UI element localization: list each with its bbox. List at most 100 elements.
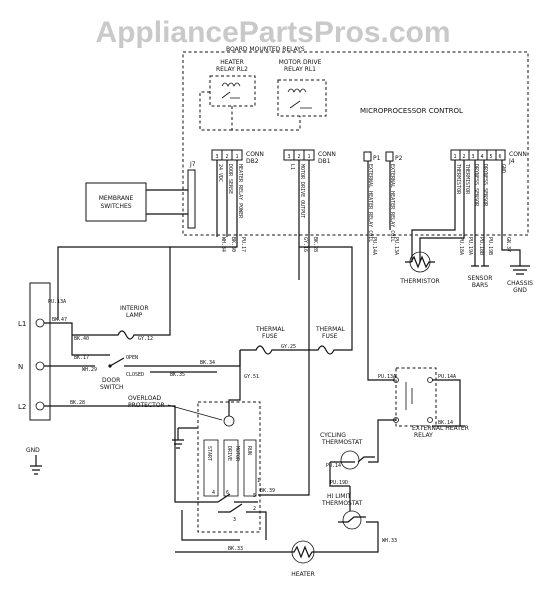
l1-branches (44, 322, 95, 356)
motor-assembly (197, 401, 261, 533)
door-switch-label-1: DOOR (102, 377, 120, 384)
wire-pu18a: PU.18A (458, 237, 464, 255)
pu14a-wire (432, 379, 461, 426)
term-6: 6 (226, 490, 229, 496)
ext-relay-term-c (427, 417, 433, 423)
n-label: N (18, 363, 23, 371)
wire-gn37: GN.37 (505, 237, 511, 252)
wire-pu19a: PU.19A (467, 237, 473, 255)
j4-wire-dryness-2: DRYNESS SENSOR (482, 164, 488, 207)
interior-lamp-label-1: INTERIOR (120, 305, 149, 312)
j4-connector (450, 149, 506, 161)
wire-bk40: BK.40 (74, 336, 89, 342)
conn-j4-label-1: CONN (509, 151, 527, 158)
db2-wire-door-sense: DOOR SENSE (227, 164, 233, 194)
heater-relay-label-1: HEATER (220, 59, 244, 66)
db1-wire-l1: L1 (289, 164, 295, 170)
db2-pin-1-label: 1 (235, 154, 238, 160)
membrane-switches-box (85, 182, 147, 222)
heater-circle (291, 540, 315, 564)
motor-drive-relay-label-1: MOTOR DRIVE (279, 59, 322, 66)
ext-relay-term-b (427, 377, 433, 383)
wire-gy12: GY.12 (138, 336, 153, 342)
heater-element (290, 545, 316, 559)
door-switch-out (150, 350, 241, 373)
l2-label: L2 (18, 403, 26, 411)
membrane-label-2: SWITCHES (100, 203, 131, 210)
db1-pin-3-label: 3 (287, 154, 290, 160)
db2-pin-2-label: 2 (225, 154, 228, 160)
thermistor-wires (411, 160, 465, 262)
thermistor-circle (409, 251, 431, 273)
wire-pu13a-col: PU.13A (393, 237, 399, 255)
wire-bk14: BK.14 (438, 420, 453, 426)
db2-wire-24vdc: 24 VDC (217, 164, 223, 182)
motor-drive-wire (258, 280, 310, 496)
hi-limit-circle (342, 510, 362, 530)
thermistor-label: THERMISTOR (399, 278, 439, 285)
motor-relay-contact (289, 100, 312, 109)
thermal-fuse-1-label-1: THERMAL (255, 326, 285, 333)
motor-drive-relay-label-2: RELAY RL1 (284, 66, 316, 73)
centrifugal-switch (217, 493, 258, 513)
sensor-bars-label-1: SENSOR (468, 275, 493, 282)
wire-bk39: BK.39 (260, 488, 275, 494)
db1-pin-1-label: 1 (307, 154, 310, 160)
wire-gy51: GY.51 (244, 374, 259, 380)
thermistor-symbol (405, 255, 435, 269)
hi-limit-wires (349, 486, 379, 530)
ext-heater-relay-label-2: RELAY (414, 432, 433, 439)
wire-bk17: BK.17 (74, 355, 89, 361)
ext-heater-coil-wire-1: EXTERNAL HEATER RELAY COIL (367, 164, 373, 242)
ext-relay-contact (405, 382, 413, 410)
bk29-wire (258, 511, 267, 540)
db1-wires (298, 160, 310, 280)
cycling-thermostat-symbol (340, 456, 375, 463)
terminal-block (29, 282, 51, 421)
start-label: START (206, 446, 212, 461)
door-switch-pivot (108, 364, 112, 368)
cycling-thermostat-label-1: CYCLING (320, 432, 346, 439)
drive-winding (223, 439, 239, 497)
db2-pin-3-label: 3 (215, 154, 218, 160)
term-5: 5 (253, 493, 256, 499)
conn-db2-label-1: CONN (246, 151, 264, 158)
motor-label: MOTOR (234, 446, 240, 462)
conn-j4-label-2: J4 (508, 158, 515, 165)
hi-limit-symbol (338, 516, 366, 523)
p2-pin (385, 151, 394, 162)
wire-wh34: WH.34 (220, 237, 226, 252)
motor-ground (172, 427, 198, 449)
conn-db1-label-2: DB1 (318, 158, 331, 165)
db1-pin-2-label: 2 (297, 154, 300, 160)
j4-pin-5-label: 5 (489, 154, 492, 160)
board-mounted-relays-label: BOARD MOUNTED RELAYS (226, 46, 305, 53)
chassis-ground-icon (510, 265, 530, 275)
hi-limit-label-1: HI LIMIT (327, 493, 351, 500)
db2-wires (216, 160, 238, 237)
ext-relay-term-a (393, 377, 399, 383)
interior-lamp-symbol (95, 330, 150, 340)
wire-pu13a-mid: PU.13A (378, 374, 396, 380)
closed-label: CLOSED (126, 372, 144, 378)
wire-wh33: WH.33 (382, 538, 397, 544)
j4-pin-1-label: 1 (453, 154, 456, 160)
overload-protector-label-2: PROTECTOR (128, 402, 165, 409)
cycling-thermostat-wires (330, 419, 396, 463)
start-winding (203, 439, 219, 497)
cycling-thermostat-circle (340, 450, 360, 470)
wire-bk28-db1: BK.28 (312, 237, 318, 252)
lamp-return (150, 247, 171, 336)
p1-label: P1 (373, 155, 381, 162)
wire-pu14a-top: PU.14A (371, 237, 377, 255)
hi-limit-label-2: THERMOSTAT (321, 500, 363, 507)
pu19d-wire (329, 462, 350, 487)
wire-bk34: BK.34 (200, 360, 215, 366)
open-label: OPEN (126, 355, 138, 361)
j7-connector (187, 169, 196, 229)
thermal-fuse-2-label-2: FUSE (322, 333, 338, 340)
p2-label: P2 (395, 155, 403, 162)
j4-pin-6-label: 6 (498, 154, 501, 160)
run-winding (243, 439, 257, 497)
